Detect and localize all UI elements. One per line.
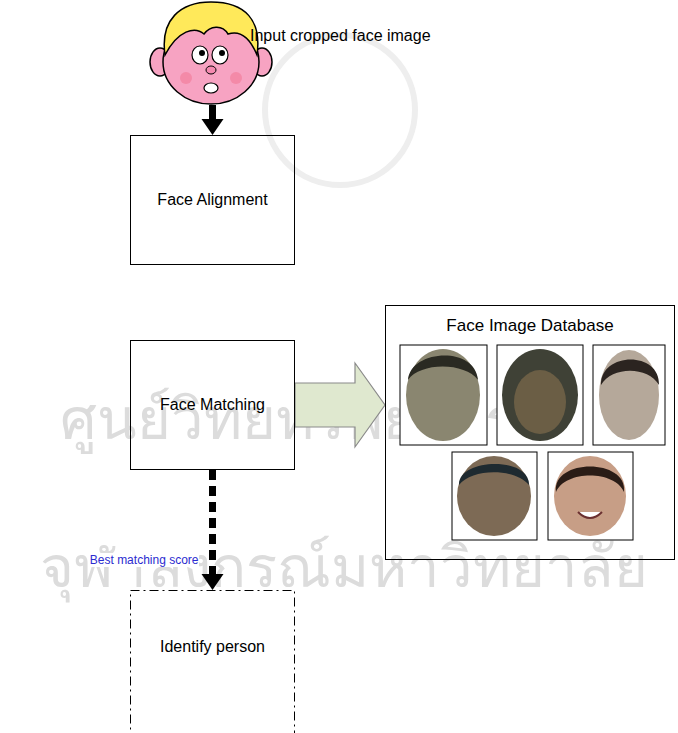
node-label: Identify person <box>160 638 265 656</box>
node-label: Face Matching <box>160 396 265 414</box>
face-photos <box>400 345 665 540</box>
box-title: Face Image Database <box>386 316 674 336</box>
emblem-watermark <box>265 35 415 185</box>
database-box: Face Image Database <box>385 305 675 560</box>
edge-label: Best matching score <box>90 553 199 567</box>
node-label: Input cropped face image <box>250 27 431 45</box>
process-box: Face Alignment <box>130 135 295 265</box>
input-image: Input cropped face image <box>150 0 570 105</box>
connector-arrow <box>202 105 224 135</box>
connector-arrow <box>202 470 224 590</box>
node-label: Face Alignment <box>157 191 267 209</box>
connector-arrow <box>295 363 385 447</box>
output-box: Identify person <box>130 590 295 733</box>
cartoon-face <box>150 2 272 104</box>
dash-dot-outline <box>130 590 295 733</box>
process-box: Face Matching <box>130 340 295 470</box>
